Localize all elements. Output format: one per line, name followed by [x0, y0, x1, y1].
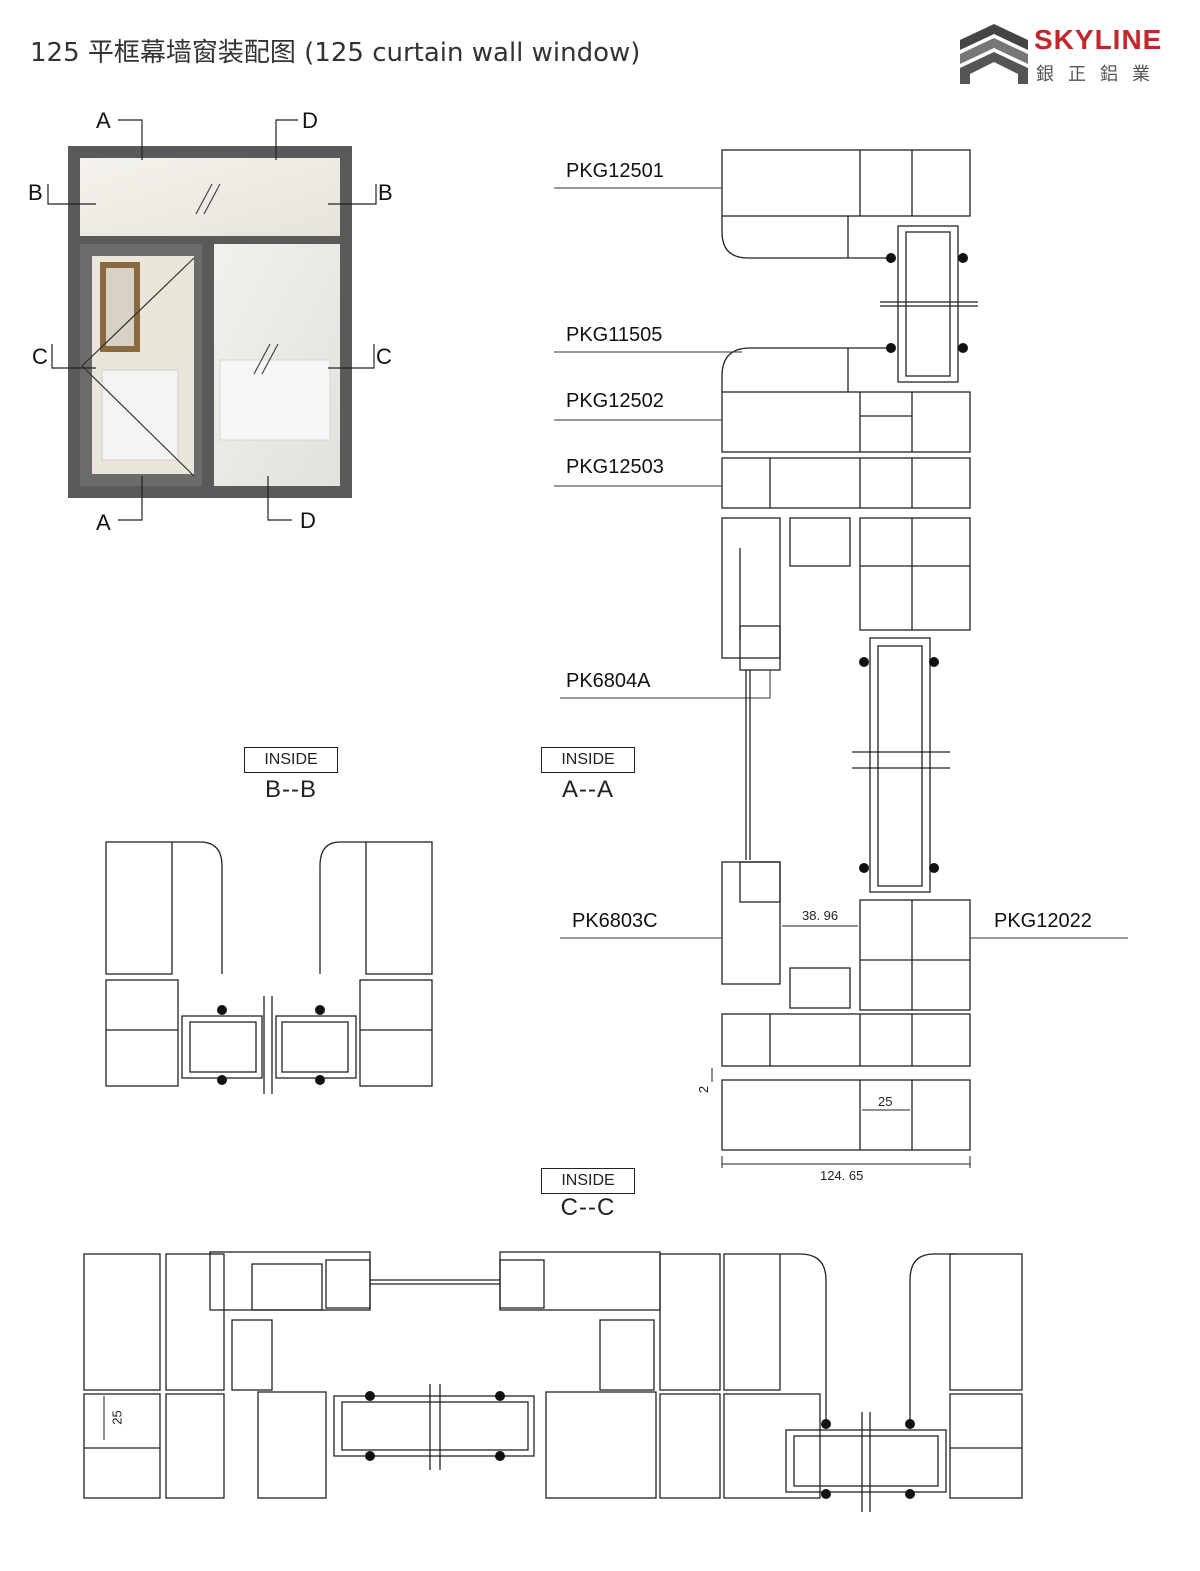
skyline-logo	[960, 24, 1028, 84]
mark-a-bottom: A	[96, 510, 111, 535]
brand-chinese-name: 銀正鋁業	[1036, 64, 1164, 85]
section-aa-drawing	[711, 149, 978, 1168]
inside-label-cc: INSIDE	[541, 1168, 635, 1194]
section-cc-title: C--C	[560, 1194, 616, 1221]
mark-b-left: B	[28, 180, 43, 205]
mark-a-top: A	[96, 108, 111, 133]
logo-mark-icon	[960, 24, 1028, 84]
section-bb-drawing	[105, 841, 433, 1094]
section-cc-drawing	[83, 1251, 1023, 1512]
part-label-pkg11505: PKG11505	[566, 324, 663, 346]
dimension-width: 124. 65	[820, 1168, 864, 1183]
mark-c-right: C	[376, 344, 392, 369]
part-label-pk6804a: PK6804A	[566, 670, 651, 692]
section-bb-gaskets	[217, 1005, 325, 1085]
page-title: 125 平框幕墙窗装配图 (125 curtain wall window)	[30, 38, 641, 68]
mark-b-right: B	[378, 180, 393, 205]
section-bb-title: B--B	[265, 776, 317, 803]
part-label-pkg12501: PKG12501	[566, 160, 664, 182]
mark-d-bottom: D	[300, 508, 316, 533]
section-aa-title: A--A	[562, 776, 614, 803]
transom-glass	[80, 158, 340, 236]
part-label-pkg12022: PKG12022	[994, 910, 1092, 932]
mark-c-left: C	[32, 344, 48, 369]
dimension-cc-mullion: 25	[109, 1410, 125, 1425]
section-cc-gaskets	[365, 1391, 915, 1499]
part-label-pkg12503: PKG12503	[566, 456, 664, 478]
brand-name: SKYLINE	[1034, 24, 1163, 55]
window-elevation	[47, 119, 377, 521]
dimension-small: 2	[696, 1085, 712, 1094]
section-aa-leaders	[554, 187, 1128, 939]
dimension-mullion: 25	[878, 1094, 893, 1109]
section-aa-gaskets	[859, 253, 968, 873]
dimension-gap: 38. 96	[802, 908, 839, 923]
part-label-pkg12502: PKG12502	[566, 390, 664, 412]
inside-label-bb: INSIDE	[244, 747, 338, 773]
inside-label-aa: INSIDE	[541, 747, 635, 773]
part-label-pk6803c: PK6803C	[572, 910, 658, 932]
mark-d-top: D	[302, 108, 318, 133]
